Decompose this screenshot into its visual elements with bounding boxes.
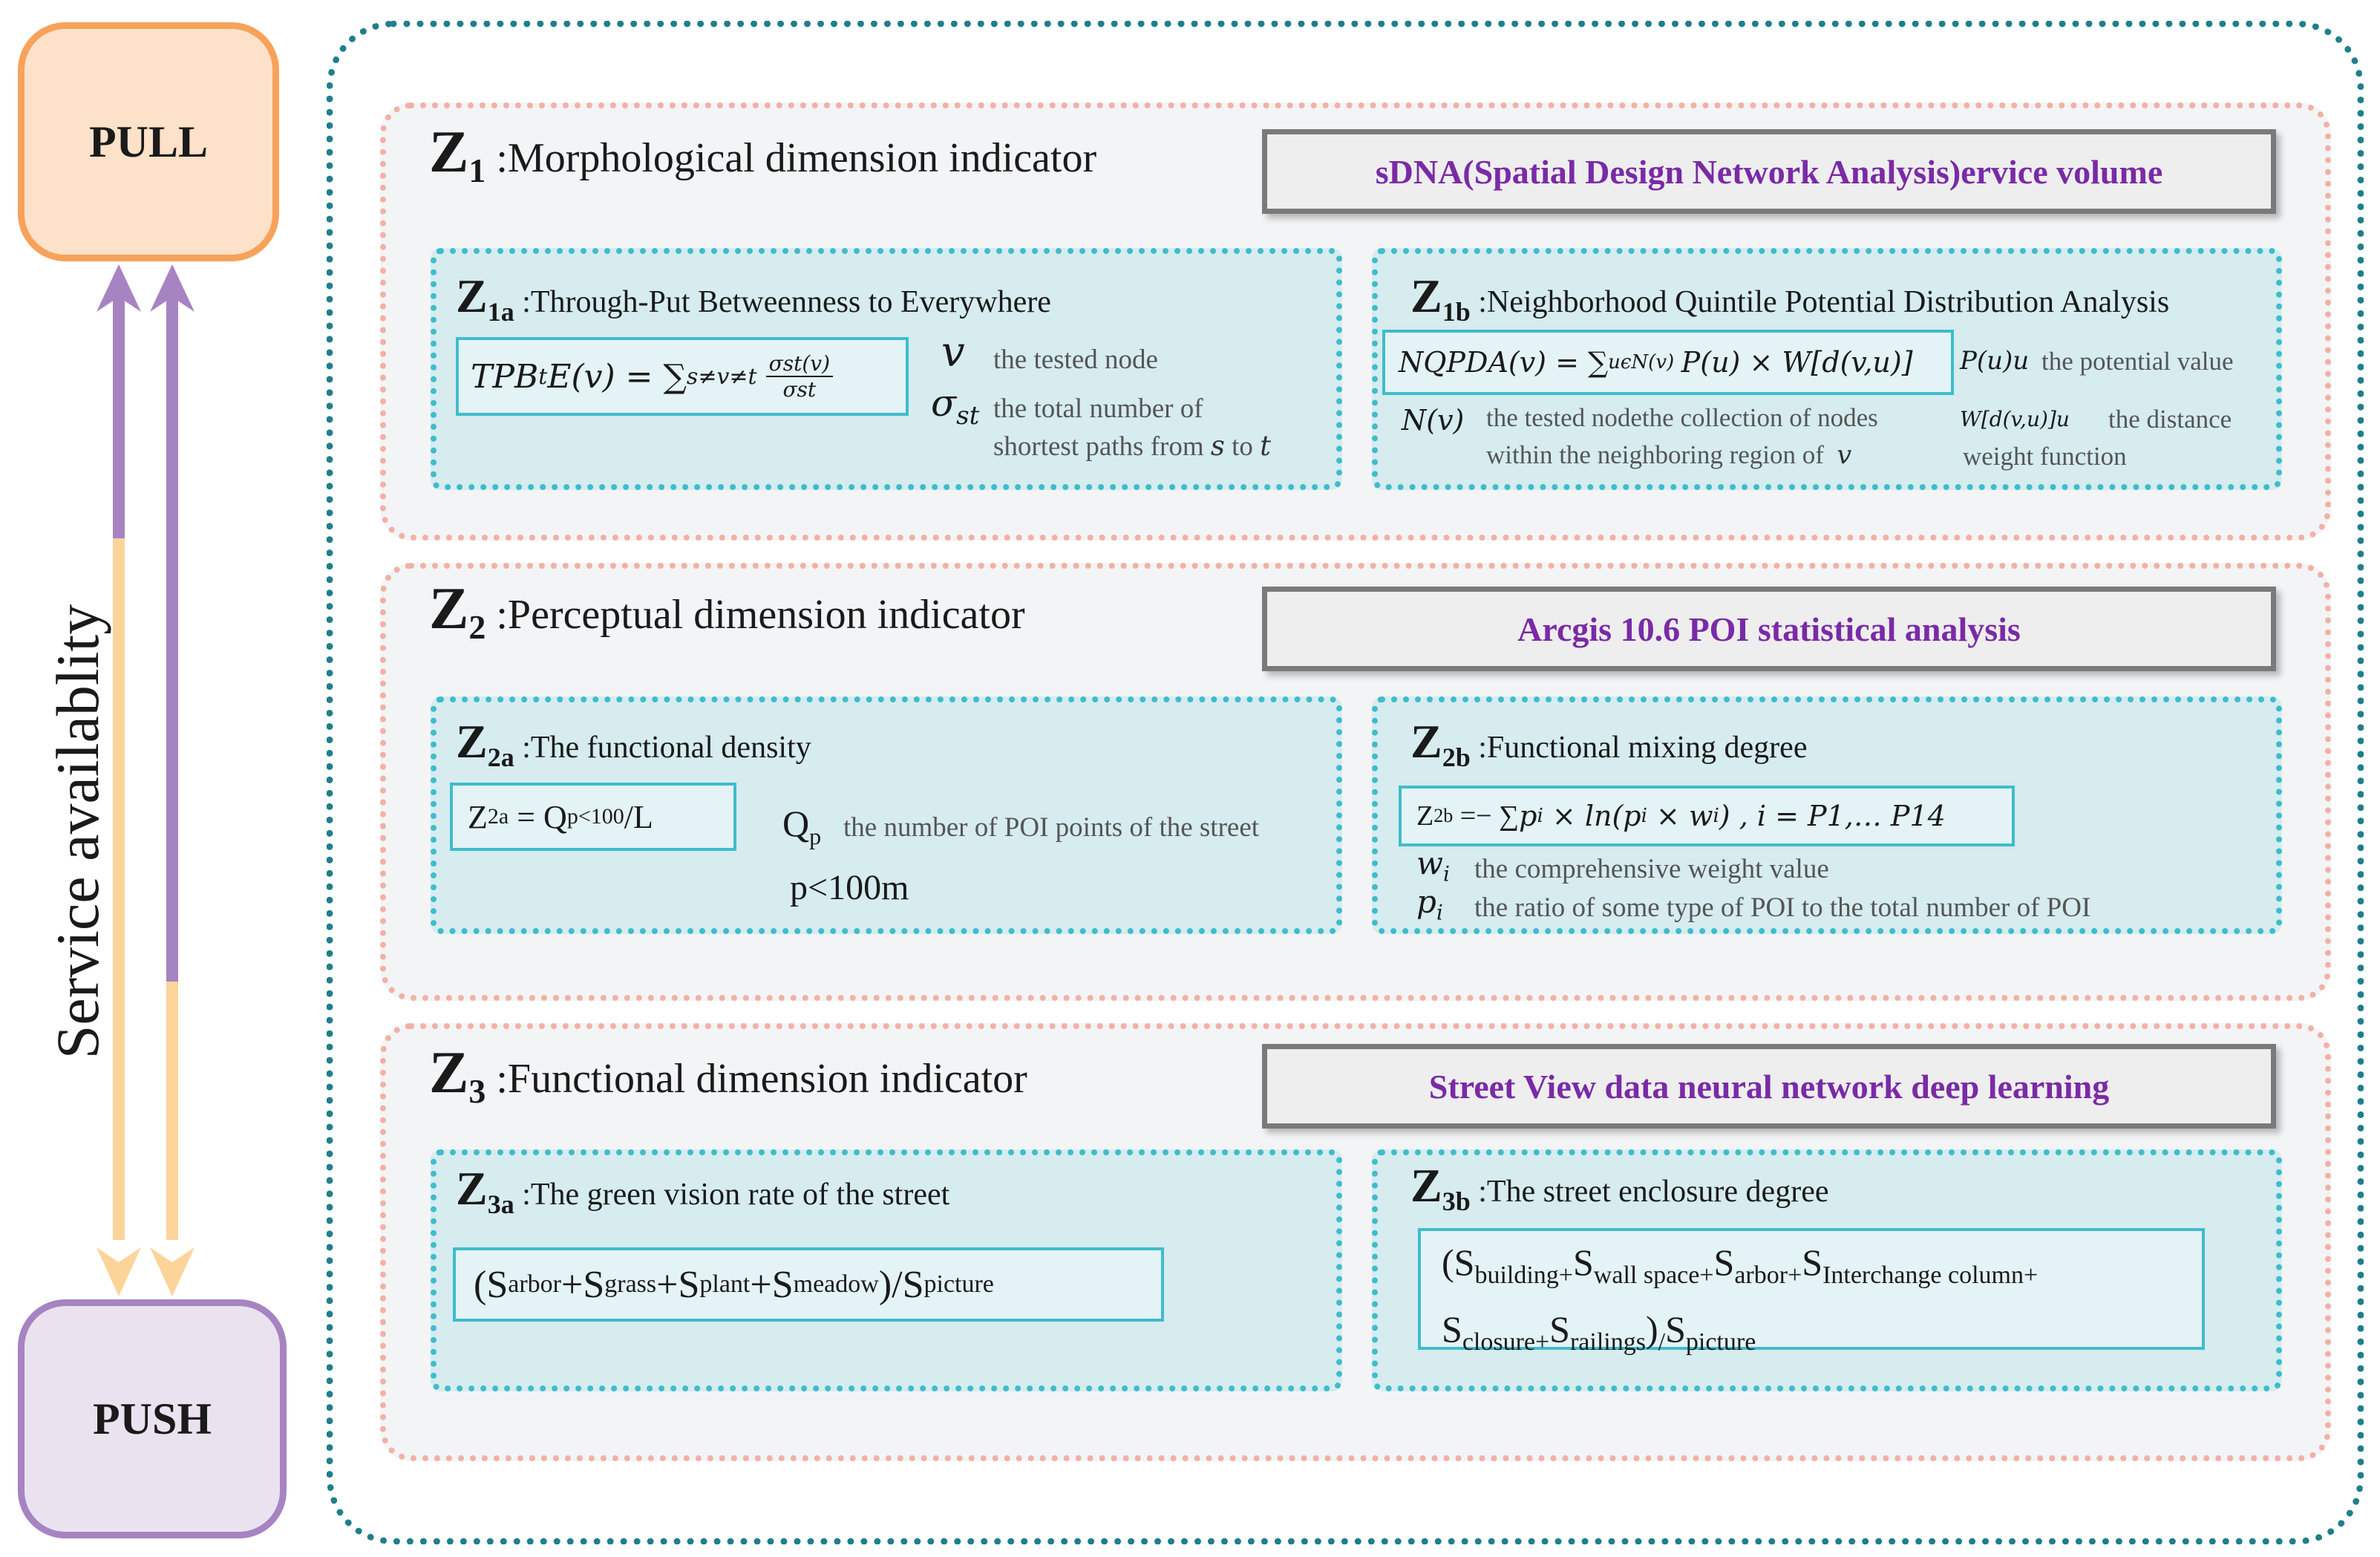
symbol-nv: N(v) — [1402, 404, 1465, 437]
pull-label: PULL — [88, 117, 209, 166]
card-title-z2b: Z2b :Functional mixing degree — [1410, 715, 1808, 772]
desc-potential-value: the potential value — [2041, 347, 2234, 376]
section-title-z3: Z3 :Functional dimension indicator — [429, 1040, 1027, 1110]
section-title-z2: Z2 :Perceptual dimension indicator — [429, 576, 1025, 646]
desc-distance: the distance — [2108, 405, 2232, 434]
symbol-pi: pi — [1416, 884, 1443, 925]
symbol-wi: wi — [1416, 845, 1450, 887]
card-title-z3a: Z3a :The green vision rate of the street — [456, 1162, 950, 1219]
push-box: PUSH — [18, 1299, 287, 1538]
pull-box: PULL — [18, 22, 279, 261]
method-box-sdna: sDNA(Spatial Design Network Analysis)erv… — [1262, 129, 2276, 214]
card-title-z1b: Z1b :Neighborhood Quintile Potential Dis… — [1410, 270, 2170, 327]
desc-neighbor-nodes: the tested nodethe collection of nodes w… — [1486, 403, 1878, 470]
section-title-z1: Z1 :Morphological dimension indicator — [429, 120, 1097, 189]
desc-poi-ratio: the ratio of some type of POI to the tot… — [1474, 892, 2091, 923]
desc-tested-node: the tested node — [993, 345, 1158, 375]
note-p-lt-100m: p<100m — [790, 868, 909, 907]
symbol-pu: P(u)u — [1960, 346, 2030, 376]
bidirectional-arrows — [97, 264, 194, 1296]
card-title-z2a: Z2a :The functional density — [456, 715, 811, 772]
method-box-streetview: Street View data neural network deep lea… — [1262, 1044, 2276, 1129]
desc-shortest-paths: the total number of shortest paths from … — [993, 394, 1272, 462]
service-availability-label: Service availablity — [44, 604, 112, 1060]
method-box-arcgis: Arcgis 10.6 POI statistical analysis — [1262, 587, 2276, 671]
push-label: PUSH — [92, 1394, 212, 1443]
symbol-v: v — [941, 328, 965, 376]
formula-enclosure-line2: Sclosure+Srailings)/Spicture — [1442, 1308, 1756, 1356]
desc-weight-function: weight function — [1963, 442, 2127, 471]
desc-poi-count: the number of POI points of the street — [843, 812, 1260, 843]
formula-enclosure-line1: (Sbuilding+Swall space+Sarbor+SInterchan… — [1442, 1241, 2039, 1289]
symbol-w-duv: W[d(v,u)]u — [1960, 407, 2070, 431]
card-title-z1a: Z1a :Through-Put Betweenness to Everywhe… — [456, 270, 1051, 327]
symbol-qp: Qp — [782, 803, 822, 849]
formula-nqpda: NQPDA(v) = ∑uϵN(v) P(u) × W[d(v,u)] — [1382, 330, 1954, 395]
symbol-sigma-st: σst — [931, 382, 980, 431]
formula-enclosure: (Sbuilding+Swall space+Sarbor+SInterchan… — [1418, 1228, 2205, 1356]
left-arrow — [97, 264, 141, 1296]
card-title-z3b: Z3b :The street enclosure degree — [1410, 1159, 1829, 1216]
right-arrow — [150, 264, 194, 1296]
desc-weight-value: the comprehensive weight value — [1474, 854, 1829, 884]
indicator-container — [327, 21, 2364, 1544]
